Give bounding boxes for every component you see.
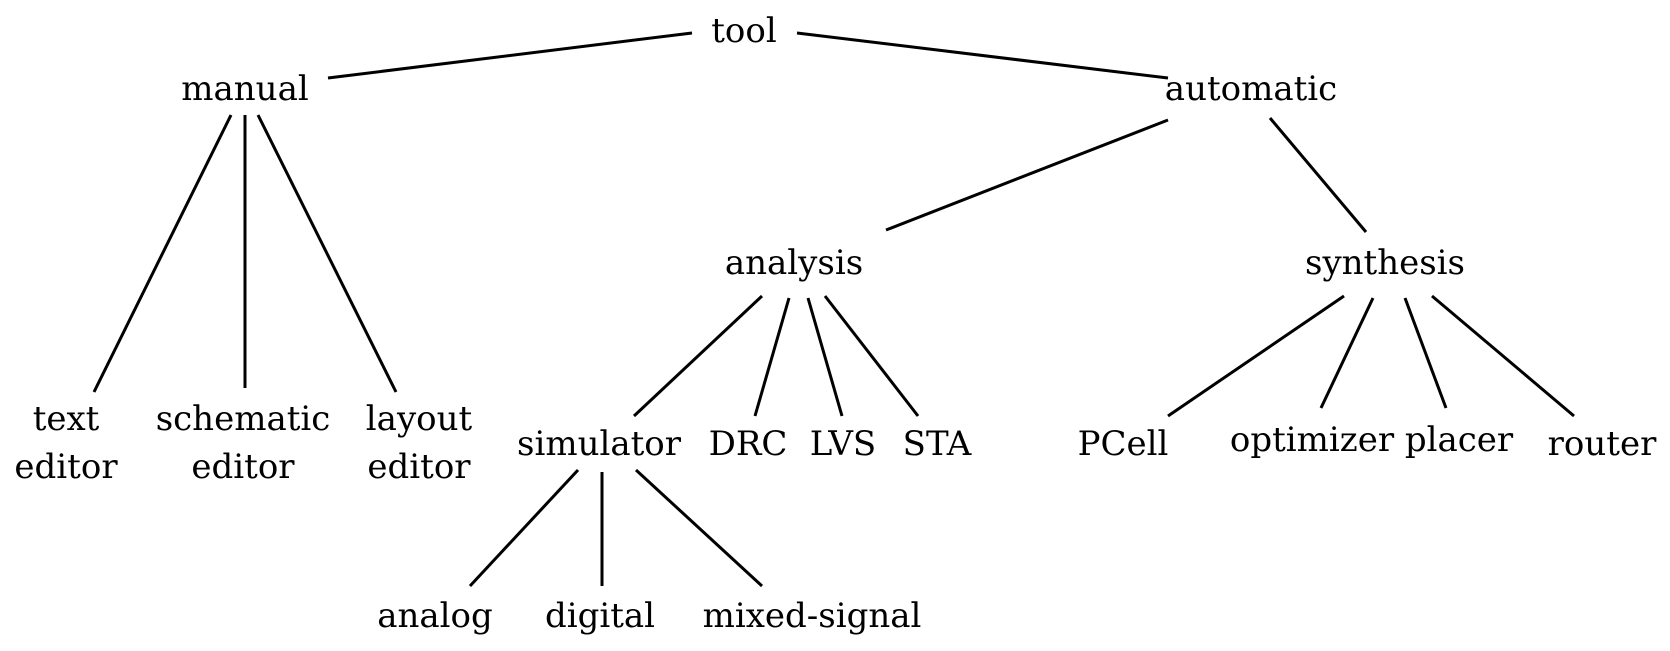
- node-text-editor: text editor: [14, 395, 117, 491]
- edge-synthesis-pcell: [1167, 294, 1345, 418]
- node-mixed-signal: mixed-signal: [703, 592, 922, 640]
- edge-manual-layout-editor: [256, 114, 398, 393]
- node-sta-label: STA: [902, 424, 972, 464]
- node-analog: analog: [377, 592, 493, 640]
- node-tool-label: tool: [711, 11, 777, 51]
- edge-synthesis-router: [1431, 294, 1575, 418]
- node-placer: placer: [1405, 416, 1513, 464]
- node-layout-editor-line2: editor: [367, 447, 471, 487]
- node-drc: DRC: [709, 420, 788, 468]
- node-automatic: automatic: [1165, 65, 1337, 113]
- node-manual: manual: [181, 65, 308, 113]
- node-analysis-label: analysis: [724, 243, 864, 283]
- node-digital: digital: [545, 592, 655, 640]
- edge-automatic-analysis: [885, 118, 1169, 232]
- node-pcell: PCell: [1078, 420, 1169, 468]
- node-optimizer: optimizer: [1230, 416, 1394, 464]
- edge-tool-automatic: [796, 31, 1169, 80]
- edge-synthesis-placer: [1403, 297, 1448, 409]
- node-pcell-label: PCell: [1077, 424, 1169, 464]
- node-schematic-editor-line2: editor: [191, 447, 295, 487]
- node-mixed-signal-label: mixed-signal: [702, 596, 922, 636]
- node-sta: STA: [903, 420, 972, 468]
- node-layout-editor: layout editor: [366, 395, 472, 491]
- node-router-label: router: [1547, 424, 1657, 464]
- node-placer-label: placer: [1404, 420, 1514, 460]
- node-text-editor-line1: text: [32, 399, 100, 439]
- node-text-editor-line2: editor: [14, 447, 118, 487]
- edge-simulator-mixed-signal: [634, 468, 764, 588]
- node-analog-label: analog: [377, 596, 493, 636]
- edge-simulator-analog: [468, 468, 580, 588]
- node-synthesis-label: synthesis: [1304, 243, 1466, 283]
- node-automatic-label: automatic: [1164, 69, 1338, 109]
- node-drc-label: DRC: [708, 424, 788, 464]
- edge-analysis-sta: [823, 295, 920, 417]
- node-tool: tool: [711, 7, 776, 55]
- edge-synthesis-optimizer: [1319, 297, 1375, 409]
- node-simulator-label: simulator: [517, 424, 681, 464]
- edge-analysis-simulator: [632, 294, 764, 418]
- node-optimizer-label: optimizer: [1229, 420, 1395, 460]
- edge-automatic-synthesis: [1268, 117, 1368, 233]
- node-simulator: simulator: [517, 420, 681, 468]
- node-lvs: LVS: [810, 420, 876, 468]
- node-layout-editor-line1: layout: [365, 399, 473, 439]
- edge-analysis-drc: [753, 297, 791, 417]
- node-schematic-editor: schematic editor: [156, 395, 331, 491]
- edge-analysis-lvs: [806, 297, 844, 417]
- edge-tool-manual: [327, 31, 693, 80]
- node-router: router: [1548, 420, 1657, 468]
- node-manual-label: manual: [181, 69, 309, 109]
- node-analysis: analysis: [725, 239, 863, 287]
- node-digital-label: digital: [544, 596, 656, 636]
- node-synthesis: synthesis: [1305, 239, 1465, 287]
- node-lvs-label: LVS: [809, 424, 877, 464]
- edge-manual-text-editor: [92, 114, 233, 393]
- node-schematic-editor-line1: schematic: [155, 399, 331, 439]
